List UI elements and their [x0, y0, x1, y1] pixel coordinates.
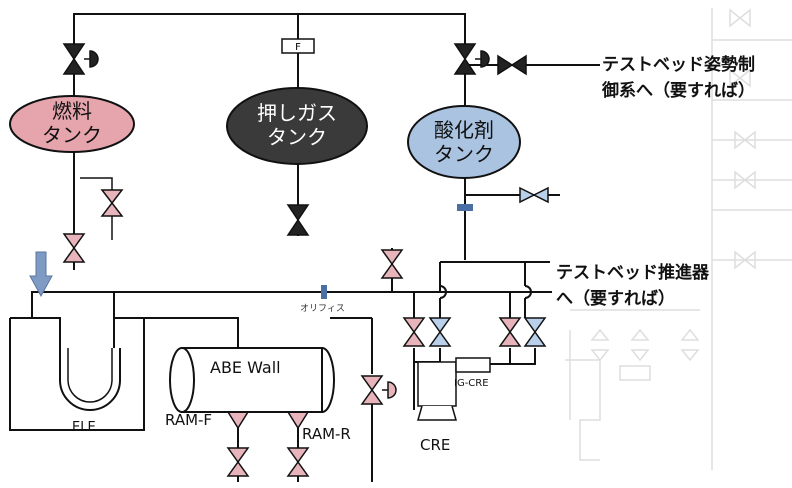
fuel-tank-label-line2: タンク	[42, 123, 102, 147]
ram-r-label: RAM-R	[302, 425, 351, 443]
cre-label: CRE	[420, 436, 451, 454]
flow-arrow	[29, 251, 53, 298]
fuel-feed-valve	[62, 233, 86, 263]
ram-f-label: RAM-F	[165, 411, 213, 429]
faded-background-schematic	[565, 8, 792, 470]
ele-label: ELE	[72, 420, 96, 435]
pressurant-tank	[226, 87, 368, 165]
ram-f-valve	[226, 411, 250, 430]
orifice-marker	[321, 285, 327, 299]
flowmeter-label: F	[295, 42, 301, 53]
fuel-vent-valve	[380, 249, 404, 279]
fuel-tank-label: 燃料 タンク	[30, 99, 114, 147]
oxid-vent-valve	[519, 186, 549, 204]
orifice-label: オリフィス	[300, 304, 345, 314]
fuel-tank-label-line1: 燃料	[52, 99, 92, 123]
fuel-side-valve	[100, 189, 124, 217]
fuel-main-valve	[62, 43, 86, 75]
pressurant-tank-label-line2: タンク	[267, 125, 327, 149]
thruster-label: テストベッド推進器 へ（要すれば）	[556, 263, 709, 309]
abe-valve	[360, 375, 384, 405]
attitude-control-label: テストベッド姿勢制 御系へ（要すれば）	[602, 55, 755, 101]
ig-oxid-valve	[523, 317, 547, 347]
ig-cre-label: IG-CRE	[454, 378, 489, 389]
pressurant-tank-label-line1: 押しガス	[257, 101, 337, 125]
oxid-main-valve	[453, 43, 477, 75]
oxidizer-tank	[407, 105, 521, 179]
oxidizer-tank-label-line2: タンク	[434, 142, 494, 166]
attitude-valve	[497, 54, 527, 76]
oxidizer-tank-label: 酸化剤 タンク	[420, 118, 508, 166]
oxidizer-filter-marker	[457, 204, 473, 211]
cre-oxid-valve	[428, 317, 452, 347]
ele-u-tube	[59, 348, 121, 411]
abe-wall-cylinder	[169, 347, 335, 413]
flowmeter-box	[281, 38, 315, 54]
cre-engine	[417, 361, 457, 421]
abe-wall-label: ABE Wall	[210, 358, 281, 377]
ig-fuel-valve	[498, 317, 522, 347]
oxidizer-tank-label-line1: 酸化剤	[434, 118, 494, 142]
pressurant-tank-label: 押しガス タンク	[247, 101, 347, 149]
cre-fuel-valve	[402, 317, 426, 347]
ig-cre-box	[455, 357, 491, 373]
valves	[62, 43, 549, 477]
fuel-tank	[9, 95, 135, 153]
press-valve	[286, 204, 310, 236]
